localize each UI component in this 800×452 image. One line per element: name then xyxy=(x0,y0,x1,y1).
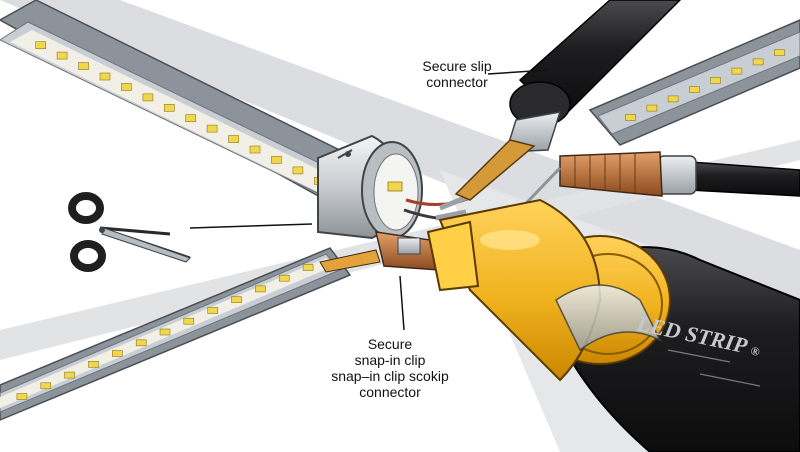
led-chip xyxy=(159,328,171,336)
led-chip xyxy=(88,360,99,368)
brass-pin xyxy=(454,139,536,201)
led-strip-bottom-left xyxy=(0,247,352,421)
led-chip xyxy=(64,371,75,379)
led-chip xyxy=(164,104,175,112)
led-chip xyxy=(231,296,242,304)
led-chip xyxy=(78,62,89,70)
gold-highlight xyxy=(480,230,540,250)
label-line: Secure slip xyxy=(422,58,492,74)
led-chip xyxy=(625,114,636,121)
slip-connector-label: Secure slip connector xyxy=(402,58,512,90)
brand-mark: ® xyxy=(749,343,761,359)
label-line: connector xyxy=(359,384,421,400)
led-chip xyxy=(255,285,266,293)
snap-in-clip-label: Secure snap-in clip snap–in clip scokip … xyxy=(300,336,480,400)
led-chip xyxy=(731,67,743,75)
led-chip xyxy=(207,307,218,314)
led-chip xyxy=(271,156,282,164)
led-chip xyxy=(135,339,147,347)
led-chip xyxy=(689,86,700,93)
led-chip xyxy=(228,135,239,143)
right-metal-sleeve xyxy=(657,155,697,195)
led-chip xyxy=(183,317,195,325)
brand-fineprint xyxy=(667,349,761,387)
led-chip xyxy=(774,49,785,56)
clip-tab xyxy=(319,249,381,273)
led-chip-group xyxy=(625,49,785,121)
right-copper-thread xyxy=(559,151,663,197)
end-cap-inner xyxy=(373,153,419,231)
led-chip xyxy=(292,166,304,175)
led-chip xyxy=(56,51,68,60)
led-chip xyxy=(667,95,679,103)
label-line: snap-in clip xyxy=(354,352,426,368)
led-chip xyxy=(16,393,28,400)
led-chip-group xyxy=(16,264,314,400)
led-chip xyxy=(646,104,658,112)
led-chip xyxy=(142,93,154,102)
slip-connector-cable xyxy=(454,0,682,201)
led-chip xyxy=(99,72,111,81)
pin-2 xyxy=(435,209,467,221)
led-chip xyxy=(752,58,764,66)
leader-snap-clip xyxy=(399,275,405,331)
leader-slip xyxy=(487,69,549,75)
led-chip-inside xyxy=(387,181,403,192)
led-chip xyxy=(302,264,314,271)
led-chip xyxy=(278,274,290,282)
led-strip-right xyxy=(588,19,800,146)
led-chip xyxy=(40,382,52,390)
label-line: snap–in clip scokip xyxy=(331,368,449,384)
clip-latch xyxy=(397,237,421,255)
label-line: Secure xyxy=(367,336,413,352)
led-chip xyxy=(121,83,132,91)
led-chip xyxy=(710,77,721,84)
right-connector xyxy=(508,151,800,222)
led-chip xyxy=(206,124,218,133)
led-chip xyxy=(112,350,123,357)
end-cap-screw xyxy=(345,151,351,157)
end-cap xyxy=(317,134,423,240)
led-chip xyxy=(249,145,261,154)
metal-band xyxy=(555,284,662,352)
scissors-icon xyxy=(68,192,191,272)
leader-lines xyxy=(189,69,549,331)
led-strip-top-left xyxy=(0,0,382,209)
right-black-cable xyxy=(689,161,800,197)
main-gold-connector: LED STRIP ® xyxy=(426,198,800,452)
thread-lines xyxy=(574,153,636,193)
label-line: connector xyxy=(426,74,488,90)
led-chip xyxy=(185,114,196,122)
gold-nose xyxy=(426,220,480,292)
led-chip xyxy=(35,41,47,50)
leader-scissors xyxy=(189,223,313,229)
